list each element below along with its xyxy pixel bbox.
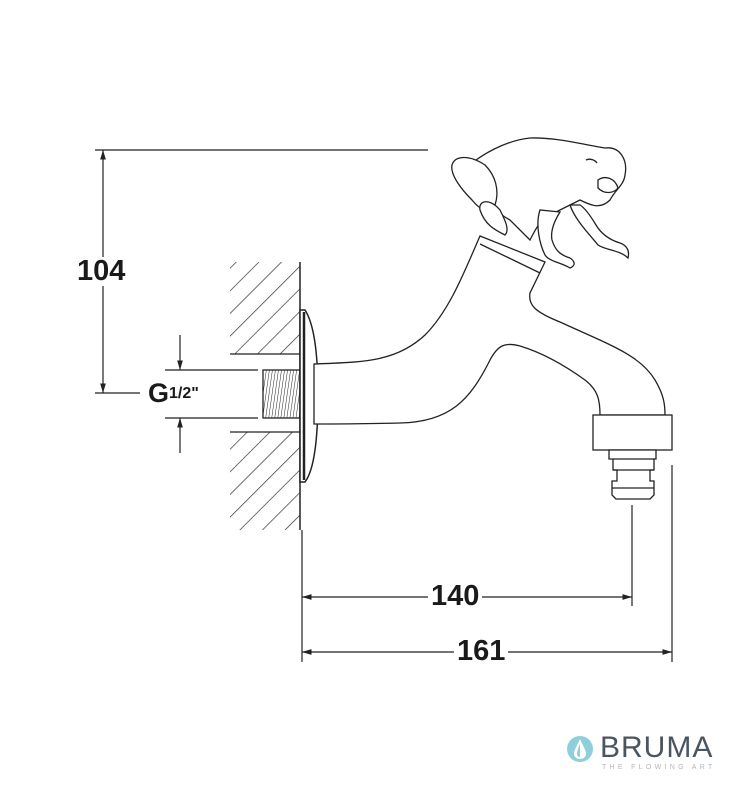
- outlet-projection-label: 140: [428, 582, 483, 611]
- bruma-logo: BRUMA THE FLOWING ART: [566, 733, 726, 778]
- dimension-lines: [95, 149, 673, 662]
- frog-handle: [451, 137, 630, 269]
- spout-body: [313, 235, 666, 425]
- wall-upper: [230, 262, 300, 354]
- thread-label: G1/2": [148, 380, 199, 407]
- hose-connector: [608, 449, 657, 500]
- thread-fraction: 1/2": [169, 385, 199, 402]
- logo-wordmark: BRUMA: [600, 731, 714, 764]
- height-label: 104: [74, 257, 129, 286]
- total-projection-label: 161: [454, 637, 509, 666]
- outlet-nut: [592, 414, 673, 451]
- wall-lower: [230, 432, 300, 530]
- thread-connector: [262, 369, 302, 419]
- thread-letter: G: [148, 378, 170, 408]
- water-drop-icon: [567, 736, 593, 762]
- logo-tagline: THE FLOWING ART: [602, 764, 716, 771]
